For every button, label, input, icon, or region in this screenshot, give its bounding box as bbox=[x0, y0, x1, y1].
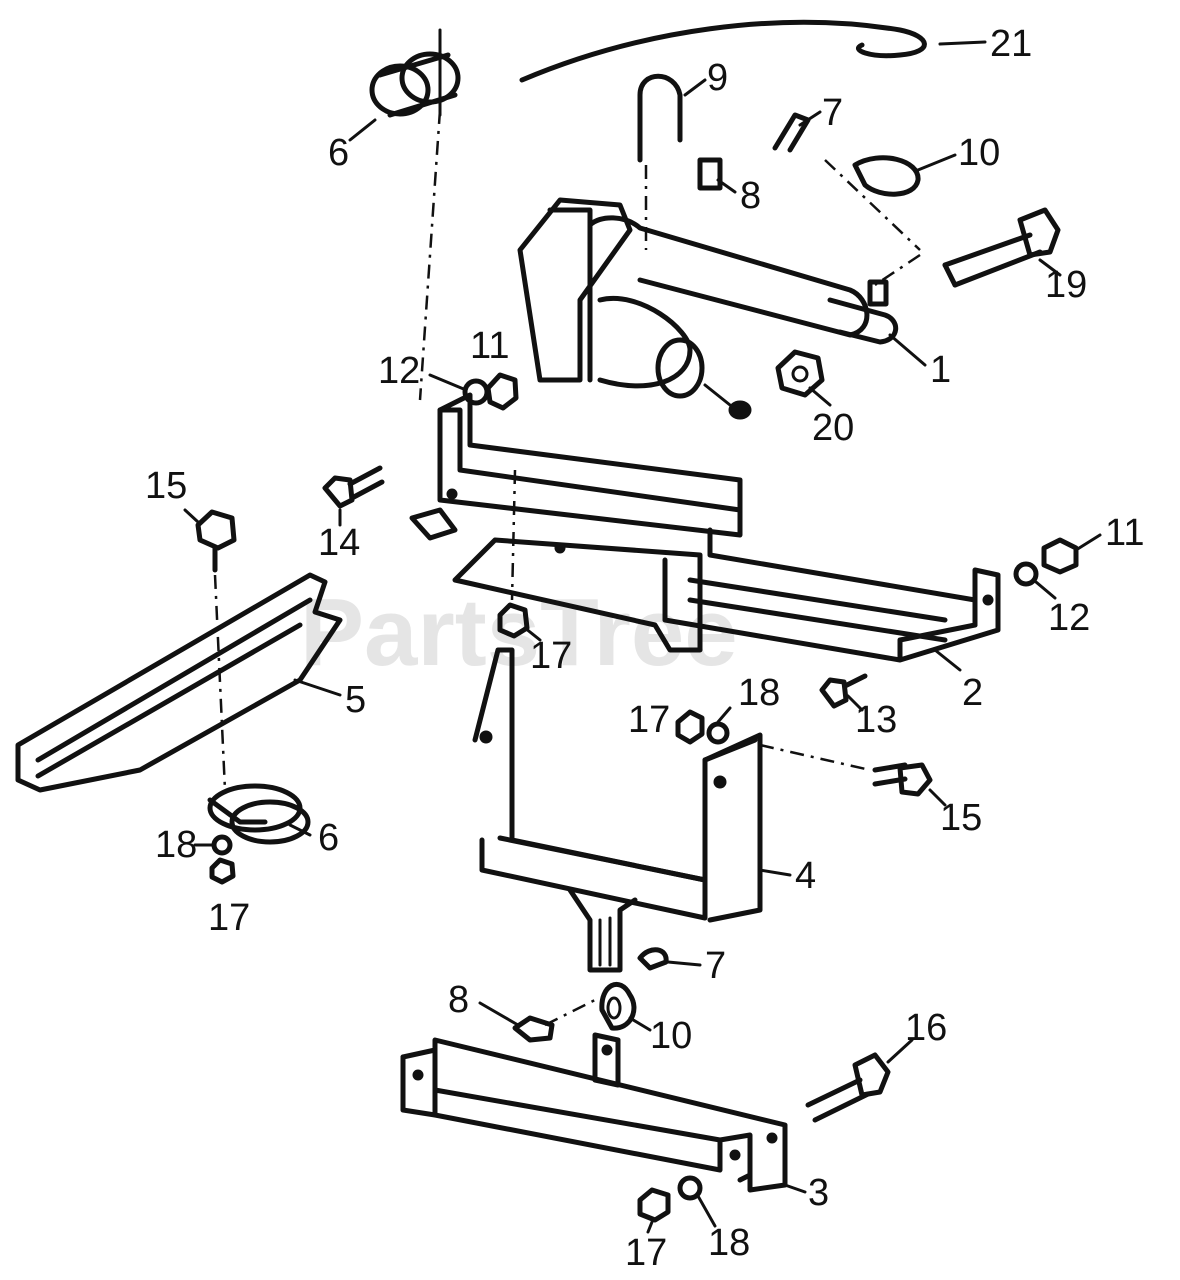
part-8-block-bottom bbox=[512, 1015, 555, 1043]
part-4-u-bracket bbox=[472, 647, 763, 973]
callout-7-top: 7 bbox=[822, 92, 843, 134]
part-15-bolt-right bbox=[872, 762, 933, 797]
part-17-nut-bottom bbox=[637, 1187, 671, 1223]
callout-15-left: 15 bbox=[145, 465, 187, 507]
callout-15-right: 15 bbox=[940, 797, 982, 839]
part-9-u-pin bbox=[637, 73, 683, 163]
callout-6-bottom: 6 bbox=[318, 817, 339, 859]
callout-21: 21 bbox=[990, 23, 1032, 65]
callout-16: 16 bbox=[905, 1007, 947, 1049]
part-7-clip-top bbox=[772, 112, 811, 153]
callouts: 21 9 7 10 8 19 1 20 6 12 11 15 14 11 12 … bbox=[145, 23, 1144, 1274]
callout-9: 9 bbox=[707, 57, 728, 99]
part-3-base-channel bbox=[400, 1032, 788, 1193]
callout-12-top: 12 bbox=[378, 350, 420, 392]
callout-11-right: 11 bbox=[1105, 512, 1144, 554]
callout-8-top: 8 bbox=[740, 175, 761, 217]
callout-11-top: 11 bbox=[470, 325, 509, 367]
callout-10-top: 10 bbox=[958, 132, 1000, 174]
callout-10-bottom: 10 bbox=[650, 1015, 692, 1057]
part-20-nut bbox=[775, 349, 825, 398]
callout-2: 2 bbox=[962, 672, 983, 714]
callout-19: 19 bbox=[1045, 264, 1087, 306]
callout-17-mid: 17 bbox=[628, 699, 670, 741]
callout-8-bottom: 8 bbox=[448, 979, 469, 1021]
part-15-bolt-left bbox=[195, 509, 237, 573]
part-16-bolt bbox=[805, 1052, 891, 1123]
part-10-clevis-top bbox=[852, 155, 921, 197]
callout-6-top: 6 bbox=[328, 132, 349, 174]
part-12-washer-right bbox=[1013, 561, 1039, 587]
callout-17-left: 17 bbox=[208, 897, 250, 939]
part-14-bolt bbox=[322, 465, 385, 509]
part-1-actuator bbox=[517, 197, 899, 420]
part-17-nut-left bbox=[209, 857, 236, 885]
part-19-bolt bbox=[942, 207, 1061, 288]
callout-13: 13 bbox=[855, 699, 897, 741]
part-5-channel-arm bbox=[15, 572, 343, 793]
callout-20: 20 bbox=[812, 407, 854, 449]
leader-lines bbox=[183, 40, 1102, 1234]
part-11-nut-top bbox=[485, 372, 519, 411]
part-6-pulley-bottom bbox=[207, 783, 311, 845]
callout-12-right: 12 bbox=[1048, 597, 1090, 639]
callout-7-bottom: 7 bbox=[705, 945, 726, 987]
callout-17-center: 17 bbox=[530, 635, 572, 677]
assembly-lines bbox=[213, 109, 921, 1027]
callout-18-left: 18 bbox=[155, 824, 197, 866]
part-17-nut-mid bbox=[675, 709, 705, 745]
part-2-frame bbox=[409, 392, 1001, 663]
part-6-pulley-top bbox=[369, 28, 461, 118]
callout-18-mid: 18 bbox=[738, 672, 780, 714]
callout-17-bottom: 17 bbox=[625, 1232, 667, 1274]
part-18-washer-mid bbox=[706, 721, 730, 745]
part-13-bolt bbox=[819, 673, 868, 709]
part-8-block-top bbox=[697, 157, 723, 191]
part-7-clip-bottom bbox=[637, 947, 669, 971]
callout-5: 5 bbox=[345, 679, 366, 721]
part-18-washer-left bbox=[211, 834, 233, 856]
callout-1: 1 bbox=[930, 349, 951, 391]
callout-14: 14 bbox=[318, 522, 360, 564]
part-10-clevis-bottom bbox=[599, 981, 637, 1031]
callout-3: 3 bbox=[808, 1172, 829, 1214]
callout-18-bottom: 18 bbox=[708, 1222, 750, 1264]
part-18-washer-bottom bbox=[677, 1175, 703, 1201]
part-21-cable bbox=[519, 19, 927, 83]
callout-4: 4 bbox=[795, 855, 816, 897]
part-11-nut-right bbox=[1041, 537, 1079, 575]
